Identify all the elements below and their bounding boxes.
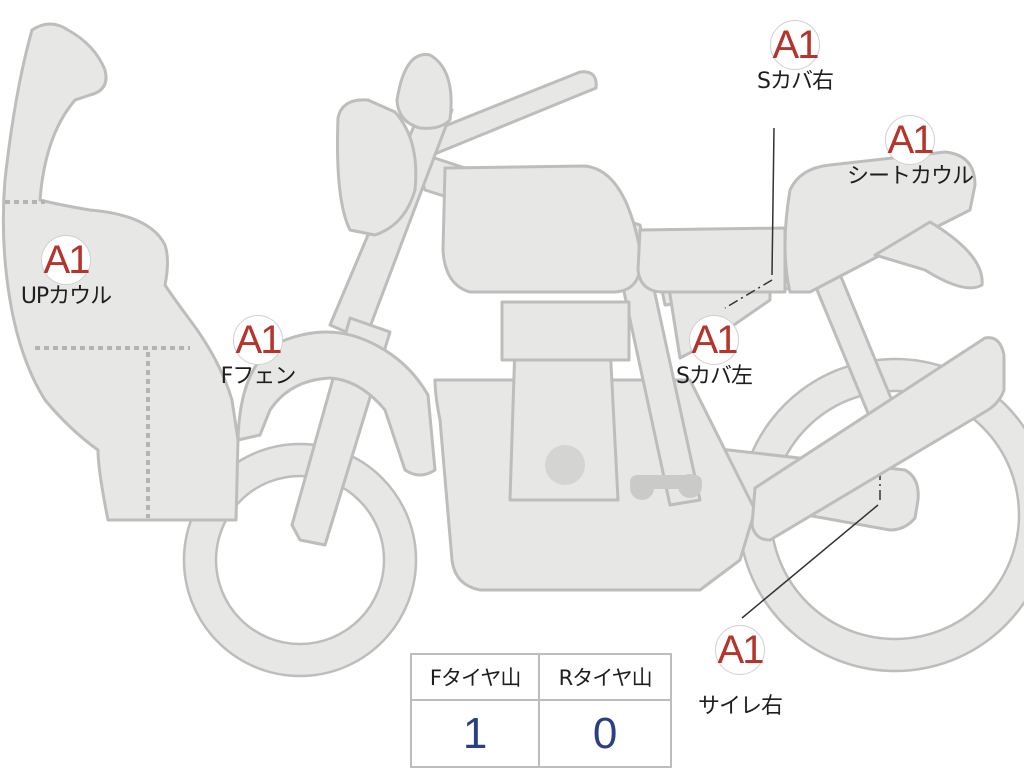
marker-seat-cowl[interactable]: A1 シートカウル: [830, 115, 990, 189]
rear-tire-tread-header: Rタイヤ山: [538, 653, 672, 701]
tire-tread-value-row: 1 0: [409, 699, 672, 768]
leader-silencer-line: [741, 504, 879, 619]
marker-front-fender[interactable]: A1 Fフェン: [198, 315, 318, 389]
tire-tread-table: Fタイヤ山 Rタイヤ山 1 0: [409, 653, 672, 768]
cowl-panel-lines: [5, 200, 190, 518]
headlight: [336, 98, 418, 237]
up-cowl-shape: [1, 22, 240, 522]
engine-head: [500, 300, 631, 362]
part-label-up-cowl: UPカウル: [20, 284, 112, 309]
part-label-side-cover-left: Sカバ左: [676, 364, 753, 389]
part-label-silencer-right: サイレ右: [697, 694, 783, 719]
rear-tire-tread-value: 0: [538, 699, 672, 768]
code-badge-front-fender: A1: [233, 315, 283, 365]
marker-side-cover-left[interactable]: A1 Sカバ左: [654, 315, 774, 389]
front-tire-tread-header: Fタイヤ山: [409, 653, 541, 701]
tire-tread-header-row: Fタイヤ山 Rタイヤ山: [409, 653, 672, 701]
fuel-tank: [441, 164, 643, 294]
seat-cowl-shape: [783, 150, 977, 294]
front-tire-tread-value: 1: [409, 699, 541, 768]
marker-up-cowl[interactable]: A1 UPカウル: [6, 235, 126, 309]
seat: [636, 226, 787, 294]
leader-side-cover-right: [771, 127, 775, 276]
code-badge-side-cover-left: A1: [689, 315, 739, 365]
code-badge-side-cover-right: A1: [770, 20, 820, 70]
marker-side-cover-right[interactable]: A1 Sカバ右: [735, 20, 855, 94]
part-label-front-fender: Fフェン: [220, 364, 297, 389]
code-badge-silencer-right: A1: [715, 625, 765, 675]
code-badge-up-cowl: A1: [41, 235, 91, 285]
marker-silencer-right[interactable]: A1 サイレ右: [680, 625, 800, 719]
mirror: [395, 53, 453, 130]
front-wheel: [182, 442, 418, 678]
rear-fender: [873, 220, 984, 290]
handlebar: [408, 70, 598, 162]
leader-side-cover-right-dash: [724, 279, 773, 309]
silencer: [750, 336, 1006, 542]
part-label-seat-cowl: シートカウル: [846, 164, 974, 189]
part-label-side-cover-right: Sカバ右: [757, 69, 834, 94]
engine-cover: [545, 445, 585, 485]
code-badge-seat-cowl: A1: [885, 115, 935, 165]
